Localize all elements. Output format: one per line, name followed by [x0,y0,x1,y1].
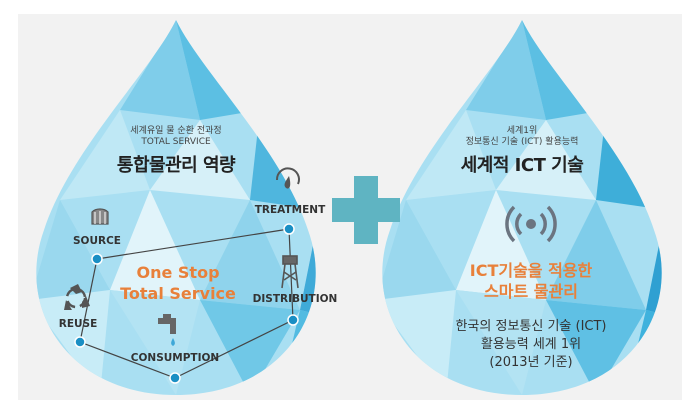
node-reuse [74,336,86,348]
right-subtitle-2: 정보통신 기술 (ICT) 활용능력 [465,137,579,147]
plus-icon [332,176,400,244]
ict-apply-line2: 스마트 물관리 [484,282,578,301]
cycle-connectors [79,228,294,379]
one-stop-line1: One Stop [136,263,220,282]
left-subtitle: 세계유일 물 순환 전과정 [130,126,222,136]
ict-apply-line1: ICT기술을 적용한 [469,261,593,280]
label-consumption: CONSUMPTION [130,352,220,364]
left-heading: 통합물관리 역량 [116,155,236,176]
right-heading: 세계적 ICT 기술 [460,155,584,176]
node-treatment [283,223,295,235]
left-subtitle-en: TOTAL SERVICE [141,137,211,147]
one-stop-line2: Total Service [120,284,236,303]
faucet-icon [158,314,176,346]
label-source: SOURCE [73,235,121,247]
distribution-tower-icon [281,255,299,289]
ict-desc-line3: (2013년 기준) [489,355,573,370]
label-distribution: DISTRIBUTION [252,293,338,305]
label-treatment: TREATMENT [254,204,326,216]
right-subtitle: 세계1위 [506,126,538,136]
recycle-icon [64,284,90,310]
ict-desc-line2: 활용능력 세계 1위 [480,337,582,352]
node-source [91,253,103,265]
node-distribution [287,314,299,326]
ict-desc-line1: 한국의 정보통신 기술 (ICT) [455,319,607,334]
treatment-icon [275,167,300,189]
source-icon [91,208,109,225]
ict-signal-icon [505,205,557,243]
node-consumption [169,372,181,384]
label-reuse: REUSE [58,318,98,330]
